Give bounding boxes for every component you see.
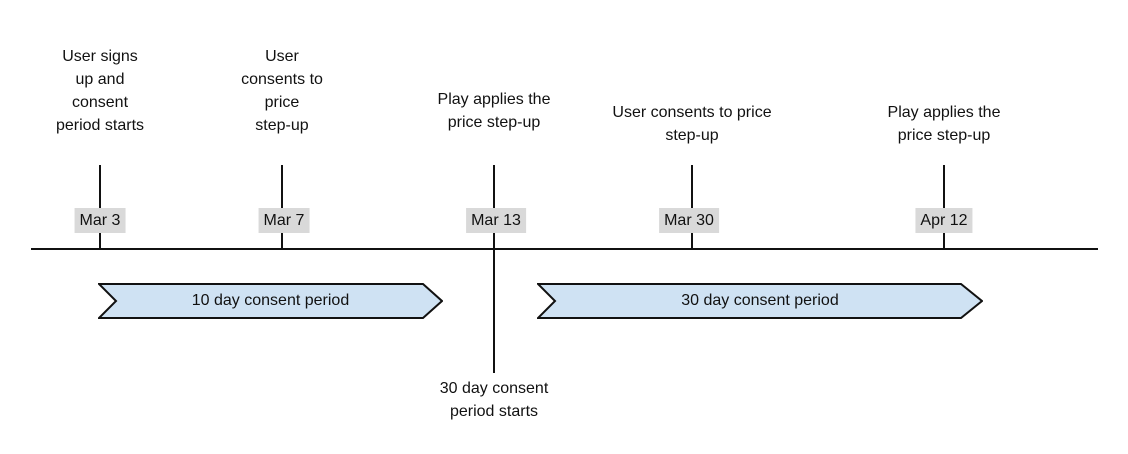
period-arrow-30-day: 30 day consent period bbox=[537, 283, 983, 319]
event-description-apply-2: Play applies the price step-up bbox=[887, 104, 1001, 144]
period-label-10-day: 10 day consent period bbox=[191, 292, 350, 309]
event-tick-apr12 bbox=[943, 165, 945, 249]
event-description-signup: User signs up and consent period starts bbox=[55, 48, 145, 134]
event-description-consent-1: User consents to price step-up bbox=[241, 48, 323, 134]
event-date-apr12: Apr 12 bbox=[915, 208, 973, 233]
event-date-mar13: Mar 13 bbox=[466, 208, 526, 233]
event-tick-mar3 bbox=[99, 165, 101, 249]
event-date-mar30: Mar 30 bbox=[659, 208, 719, 233]
event-date-mar7: Mar 7 bbox=[258, 208, 310, 233]
chevron-arrow-shape bbox=[537, 283, 983, 319]
event-tick-mar30 bbox=[691, 165, 693, 249]
annotation-connector-line bbox=[493, 250, 495, 373]
chevron-arrow-shape bbox=[98, 283, 443, 319]
event-date-mar3: Mar 3 bbox=[74, 208, 126, 233]
event-description-consent-2: User consents to price step-up bbox=[612, 104, 772, 144]
timeline-axis bbox=[31, 248, 1098, 250]
period-label-30-day: 30 day consent period bbox=[681, 292, 839, 309]
event-description-apply-1: Play applies the price step-up bbox=[437, 91, 551, 131]
event-tick-mar13 bbox=[493, 165, 495, 249]
period-arrow-10-day: 10 day consent period bbox=[98, 283, 443, 319]
annotation-30-day-period-starts: 30 day consent period starts bbox=[439, 380, 549, 420]
event-tick-mar7 bbox=[281, 165, 283, 249]
